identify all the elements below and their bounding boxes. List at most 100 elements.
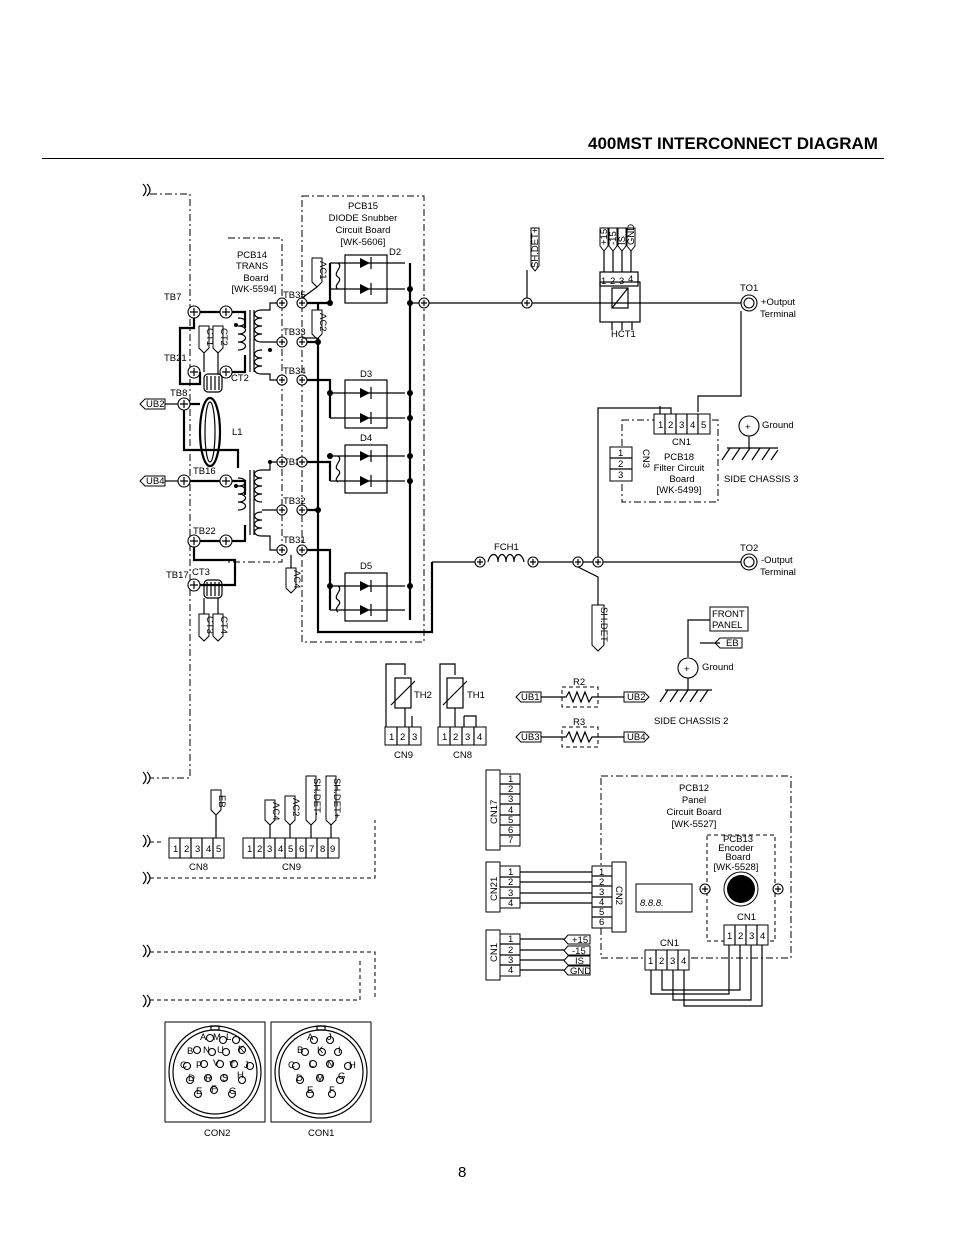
cn1l-pin-4: 4 [508,965,513,976]
tag-ct1: CT1 [204,328,215,346]
ground-label-2: Ground [702,662,734,673]
pcb13-cn1-label: CN1 [737,912,756,923]
diode-label-d2: D2 [389,247,401,258]
pcb18-label-2: Board [669,474,694,485]
tb21-label: TB21 [164,353,187,364]
svg-text:J: J [244,1060,249,1071]
cn1l-pin-1: 1 [508,934,513,945]
pcb12-label-1: Panel [682,795,706,806]
cn9b-pin-8: 8 [320,844,325,855]
tag-ub4-right: UB4 [627,732,645,743]
tag-shdet-minus-text: SH.DET- [598,607,609,644]
cn8b-pin-1: 1 [173,844,178,855]
svg-text:L: L [309,1059,314,1070]
tb17-label: TB17 [166,570,189,581]
diode-d3: D3 [330,369,405,429]
pcb15-label-2: Circuit Board [336,225,391,236]
pcb18-cn1-pin-5: 5 [701,420,706,431]
tag-ct2: CT2 [218,328,229,346]
bus-nodes [315,286,413,589]
to1-desc-1: Terminal [760,309,796,320]
pcb12cn1-pin-3: 3 [670,956,675,967]
cn17-pin-1: 1 [508,774,513,785]
cn9th-pin-1: 1 [389,732,394,743]
pcb18-cn3-pin-1: 1 [618,448,623,459]
svg-text:T: T [229,1060,235,1071]
tag-ub1: UB1 [521,692,539,703]
hct-pin-2: IS [617,236,628,245]
svg-text:K: K [317,1045,324,1056]
svg-text:D: D [296,1073,303,1084]
tag-ac2: AC2 [317,313,328,331]
svg-text:I: I [338,1045,341,1056]
cn21-pin-1: 1 [508,867,513,878]
cn8th-pin-1: 1 [442,732,447,743]
cn9b-pin-2: 2 [257,844,262,855]
tag-ub2-left: UB2 [146,399,164,410]
title-rule [42,158,884,159]
pcb12cn1-pin-2: 2 [659,956,664,967]
neg-bus [316,303,434,634]
pcb18-cn1-pin-1: 1 [658,420,663,431]
tag-ct3: CT3 [204,616,215,634]
th2: TH2 [385,663,432,732]
con2[interactable] [164,1021,266,1123]
l1-core [198,396,222,468]
pcb18-cn1-pin-3: 3 [679,420,684,431]
con2-pins: A M L B N U K C P V T J D R S H E F G [180,1032,255,1099]
svg-text:+: + [745,422,751,433]
svg-text:C: C [180,1060,187,1071]
pcb13-label-1: Encoder [718,843,753,854]
pcb12cn1-pin-1: 1 [648,956,653,967]
cn9b-pin-3: 3 [267,844,272,855]
r2-label: R2 [573,677,585,688]
hct-num-4: 4 [628,274,633,285]
ct2-label: CT2 [231,373,249,384]
pcb18-cn1 [653,413,711,435]
tb22-label: TB22 [193,526,216,537]
ct3-core [203,579,223,599]
con2-label: CON2 [204,1128,230,1139]
con1[interactable] [270,1021,372,1123]
svg-text:A: A [200,1032,207,1043]
cn2-label: CN2 [613,886,624,905]
cn9-th [384,726,422,746]
cn8b-pin-4: 4 [206,844,211,855]
pcb18-cn1-pin-2: 2 [668,420,673,431]
cn1-tag-4: GND [570,966,591,977]
cn21-pin-2: 2 [508,877,513,888]
svg-text:J: J [327,1032,332,1043]
diode-label-d3: D3 [360,369,372,380]
pcb13cn1-pin-1: 1 [727,931,732,942]
tb30-label: TB30 [283,457,306,468]
fch1-label: FCH1 [494,542,519,553]
svg-text:N: N [203,1045,210,1056]
cn9b-pin-9: 9 [330,844,335,855]
cn9b-pin-1: 1 [247,844,252,855]
pcb12-cn1-label: CN1 [660,938,679,949]
pcb15-label-3: [WK-5606] [341,237,386,248]
cn2-pin-6: 6 [599,917,604,928]
cn2-pin-1: 1 [599,867,604,878]
cn17-pin-4: 4 [508,805,513,816]
cn17-pin-3: 3 [508,794,513,805]
hct-pin-0: +15 [599,229,610,245]
diode-d5: D5 [330,561,405,622]
tag-ac4-cn9: AC4 [270,802,281,820]
svg-text:B: B [297,1045,303,1056]
cn9b-pin-7: 7 [309,844,314,855]
cn9b-pin-4: 4 [278,844,283,855]
cn9-bottom-label: CN9 [282,862,301,873]
diode-label-d5: D5 [360,561,372,572]
cn9b-pin-6: 6 [299,844,304,855]
cn1-tag-2: -15 [572,946,586,957]
cn8b-pin-5: 5 [216,844,221,855]
to1-label: TO1 [740,283,758,294]
to2-label: TO2 [740,543,758,554]
cn1l-pin-3: 3 [508,955,513,966]
svg-text:A: A [307,1032,314,1043]
svg-text:R: R [205,1073,212,1084]
pcb18-cn1-pin-4: 4 [690,420,695,431]
hct-num-2: 2 [610,276,615,287]
